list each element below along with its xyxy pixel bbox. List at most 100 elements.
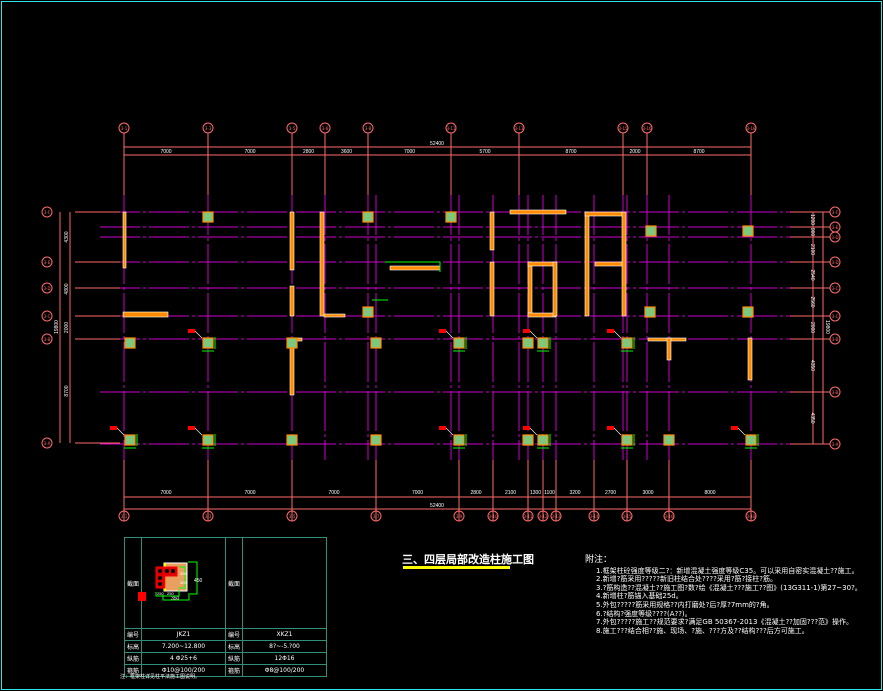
axis-bubble xyxy=(445,122,457,134)
axis-label: 3-15 xyxy=(622,514,632,519)
axis-bubble xyxy=(41,310,53,322)
axis-bubble xyxy=(202,122,214,134)
drawing-title: 三、四层局部改造柱施工图 xyxy=(402,553,534,566)
column-dim-mark xyxy=(202,337,216,352)
column-tag-marker xyxy=(607,426,614,430)
top-dim: 8700 xyxy=(693,149,704,155)
axis-label: 3-7 xyxy=(373,514,380,519)
row-label: 箍筋 xyxy=(225,664,243,677)
column-tag-marker xyxy=(439,426,446,430)
column xyxy=(522,434,534,446)
column xyxy=(745,434,757,446)
axis-bubble xyxy=(588,510,600,522)
top-dim: 7000 xyxy=(244,149,255,155)
axis-bubble xyxy=(550,510,562,522)
column xyxy=(742,225,754,237)
note-item: 6.?结构?强度等级????(A??)。 xyxy=(596,609,692,618)
note-item: 8.施工???结合相??施、现场、?施、???方及??结构???后方可施工。 xyxy=(596,626,809,635)
left-total-dim: 19800 xyxy=(54,320,60,334)
axis-label: 3-6 xyxy=(322,126,329,131)
schedule-footnote: 注：框架柱详见柱平法施工图说明。 xyxy=(120,674,201,680)
leader-line xyxy=(445,330,454,339)
wall-segment xyxy=(584,211,623,217)
column xyxy=(453,337,465,349)
axis-label: 3-15 xyxy=(618,126,628,131)
column-dim-mark xyxy=(453,337,467,352)
note-item: 3.?筋构造??混凝土??施工图?数?绘《混凝土???施工??图》(13G311… xyxy=(596,583,862,592)
leader-line xyxy=(445,427,454,436)
row-label: 标高 xyxy=(225,640,243,653)
axis-label: 3-16 xyxy=(664,514,674,519)
axis-bubble xyxy=(537,510,549,522)
xkz1-id: XKZ1 xyxy=(242,628,327,641)
axis-bubble xyxy=(522,510,534,522)
axis-label: 3-F xyxy=(832,210,839,215)
top-dim: 7000 xyxy=(404,149,415,155)
wall-segment xyxy=(666,337,672,361)
row-label: 编号 xyxy=(225,628,243,641)
axis-label: 3-A xyxy=(832,442,839,447)
axis-label: 3-8 xyxy=(365,126,372,131)
bottom-dim: 3200 xyxy=(569,490,580,496)
axis-bubble xyxy=(453,510,465,522)
column-tag-marker xyxy=(523,426,530,430)
xkz1-section-drawing: 300 300 250 250 xyxy=(137,566,187,601)
row-label: 纵筋 xyxy=(225,652,243,665)
jkz1-stirrup: Φ10@100/200 xyxy=(141,664,226,677)
column-dim-mark xyxy=(124,434,138,449)
wall-segment xyxy=(289,285,295,317)
column xyxy=(124,337,136,349)
xkz1-elev: 8?~-5.?00 xyxy=(242,640,327,653)
axis-label: 3-D xyxy=(43,286,50,291)
leader-line xyxy=(613,330,622,339)
axis-label: 3-13 xyxy=(514,126,524,131)
column xyxy=(537,434,549,446)
bottom-dim: 2800 xyxy=(470,490,481,496)
leader-line xyxy=(194,330,203,339)
top-dim: 8700 xyxy=(565,149,576,155)
notes: 附注： 1.框架柱砼强度等级二?：新增混凝土强度等级C35。可以采用自密实混凝土… xyxy=(585,556,862,635)
note-item: 2.新增?筋采用?????新旧柱结合处????采用?筋?接柱?筋。 xyxy=(596,575,777,584)
dim-b: 300 xyxy=(180,580,187,585)
bottom-total-dim: 52400 xyxy=(430,503,444,509)
axis-bubble xyxy=(319,122,331,134)
note-item: 7.外包?????施工??规范要求?满足GB 50367-2013《混凝土??加… xyxy=(596,618,854,627)
column xyxy=(522,337,534,349)
column xyxy=(453,434,465,446)
wall-segment xyxy=(747,337,753,381)
column-dim-mark xyxy=(537,337,551,352)
right-dim: 2560 xyxy=(809,296,815,307)
column-tag-marker xyxy=(523,329,530,333)
column xyxy=(202,211,214,223)
axis-label: 3-5 xyxy=(289,126,296,131)
axis-bubble xyxy=(617,122,629,134)
column xyxy=(663,434,675,446)
title-underline xyxy=(403,566,510,569)
wall-segment xyxy=(527,261,533,317)
column xyxy=(621,434,633,446)
wall-segment xyxy=(509,209,567,215)
axis-bubble xyxy=(829,231,841,243)
axis-label: 3-1 xyxy=(121,514,128,519)
axis-label: 3-14 xyxy=(589,514,599,519)
bottom-dim: 1100 xyxy=(544,490,555,496)
column-dim-mark xyxy=(621,337,635,352)
axis-label: 3-13 xyxy=(551,514,561,519)
axis-bubble xyxy=(370,510,382,522)
note-item: 5.外包?????筋采用规格??内打磨处?后?厚?7mm的?角。 xyxy=(596,600,774,609)
left-dim: 4300 xyxy=(64,231,70,242)
section-label: 截面 xyxy=(225,537,243,629)
notes-heading: 附注： xyxy=(585,555,613,565)
wall-segment xyxy=(527,312,557,318)
axis-bubble xyxy=(641,122,653,134)
column xyxy=(445,211,457,223)
wall-segment xyxy=(621,211,627,317)
axis-bubble xyxy=(487,510,499,522)
column xyxy=(621,337,633,349)
top-dim: 2800 xyxy=(303,149,314,155)
right-dim: 900 xyxy=(809,228,815,237)
axis-bubble xyxy=(362,122,374,134)
column xyxy=(537,337,549,349)
